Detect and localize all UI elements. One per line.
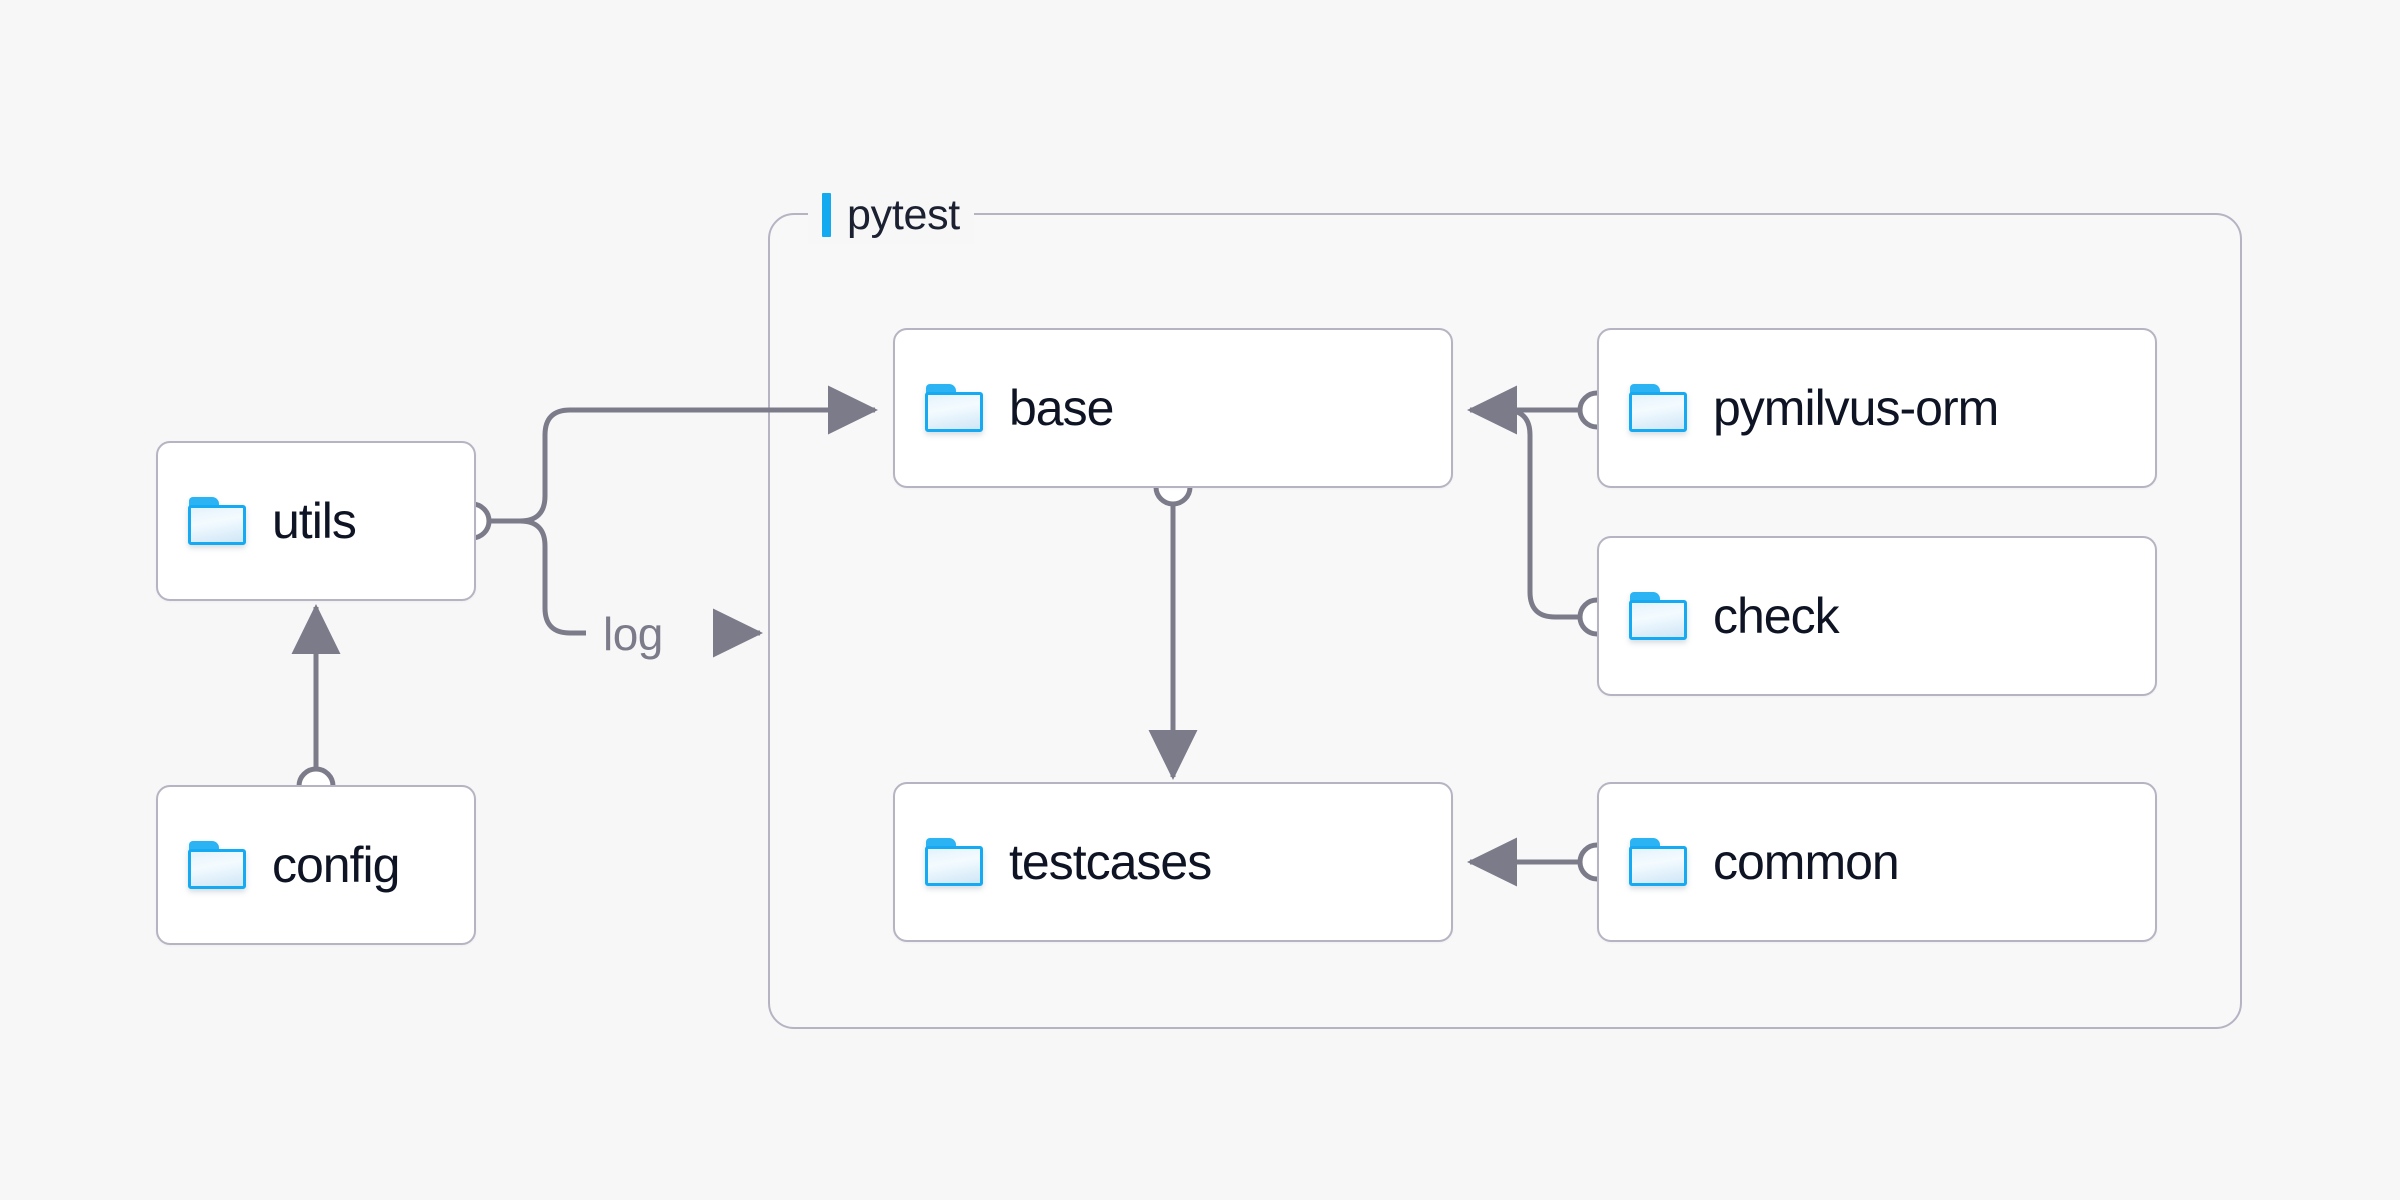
folder-icon	[1629, 838, 1687, 886]
folder-icon	[188, 497, 246, 545]
node-utils-label: utils	[272, 493, 357, 549]
node-testcases[interactable]: testcases	[893, 782, 1453, 942]
node-base[interactable]: base	[893, 328, 1453, 488]
node-base-label: base	[1009, 380, 1114, 436]
node-check-label: check	[1713, 588, 1840, 644]
group-accent-bar	[822, 193, 831, 237]
node-pymilvus-orm-label: pymilvus-orm	[1713, 380, 1999, 436]
group-pytest-label-text: pytest	[847, 190, 960, 239]
folder-icon	[1629, 592, 1687, 640]
node-common[interactable]: common	[1597, 782, 2157, 942]
folder-icon	[1629, 384, 1687, 432]
edge-label-log: log	[603, 608, 663, 660]
node-pymilvus-orm[interactable]: pymilvus-orm	[1597, 328, 2157, 488]
node-utils[interactable]: utils	[156, 441, 476, 601]
node-check[interactable]: check	[1597, 536, 2157, 696]
node-config-label: config	[272, 837, 400, 893]
folder-icon	[188, 841, 246, 889]
edge-utils-log[interactable]	[489, 518, 586, 636]
folder-icon	[925, 384, 983, 432]
node-testcases-label: testcases	[1009, 834, 1212, 890]
node-common-label: common	[1713, 834, 1900, 890]
node-config[interactable]: config	[156, 785, 476, 945]
group-pytest-label: pytest	[808, 186, 974, 244]
folder-icon	[925, 838, 983, 886]
